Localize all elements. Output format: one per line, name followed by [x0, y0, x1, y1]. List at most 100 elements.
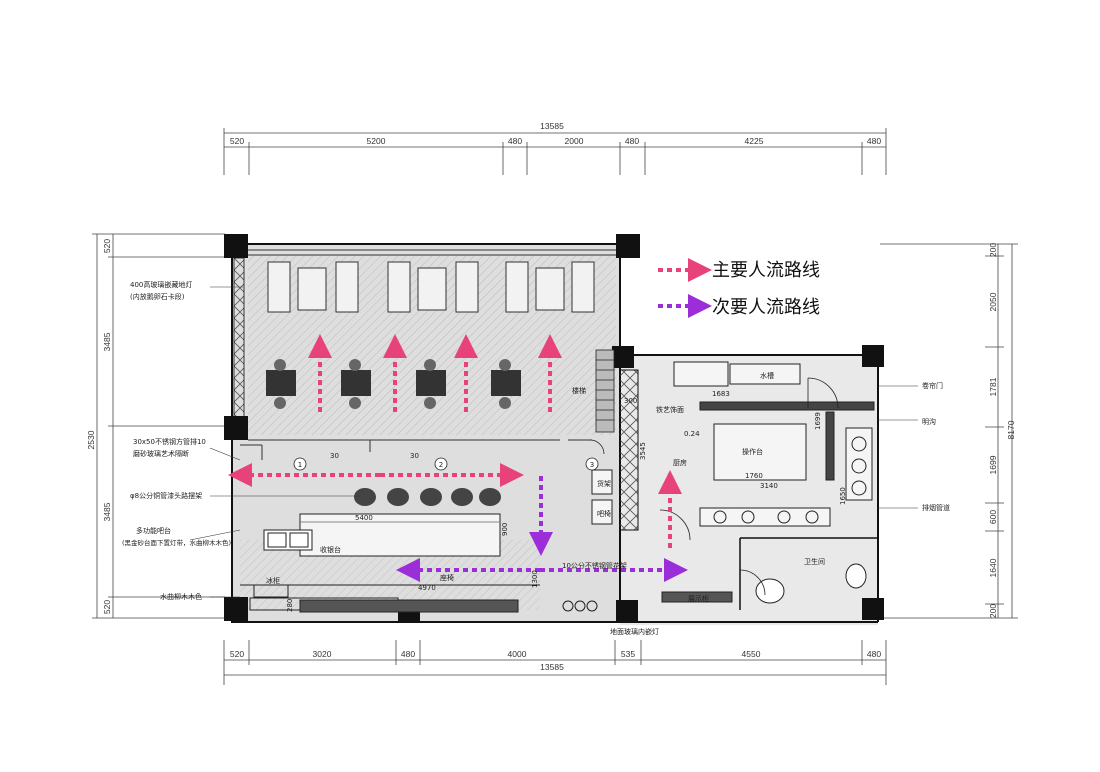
- cashier-sink: [263, 529, 313, 551]
- interior-dim-1683: 1683: [712, 390, 730, 398]
- stairs: [595, 349, 615, 433]
- label-wood-strip: 水曲柳木木色: [160, 592, 202, 601]
- back-counter: [240, 584, 598, 613]
- section-mark-3: 3: [590, 461, 594, 469]
- annotation-leaders: [189, 286, 918, 598]
- bottom-dim-6: 4550: [742, 649, 761, 659]
- legend-secondary-label: 次要人流路线: [712, 297, 820, 318]
- interior-dim-900: 900: [501, 523, 509, 536]
- label-cashier: 收银台: [320, 545, 341, 554]
- label-copper-pipe: φ8公分铜管漆头路摆架: [130, 491, 202, 500]
- right-dim-2: 2050: [988, 292, 998, 311]
- structural-columns: [224, 234, 884, 622]
- wall-display-panels: [267, 261, 595, 313]
- label-grill: 10公分不锈钢管花架: [562, 561, 627, 570]
- top-dim-2: 5200: [367, 136, 386, 146]
- bottom-dimension-line: [223, 640, 887, 685]
- top-total-dim: 13585: [540, 121, 564, 131]
- interior-dim-3545: 3545: [639, 442, 647, 460]
- label-bottom-light: 地面玻璃内嵌灯: [610, 627, 659, 636]
- table-1: [266, 359, 296, 409]
- label-window: 明沟: [922, 417, 936, 426]
- top-dim-3: 480: [508, 136, 522, 146]
- interior-dim-1650: 1650: [839, 487, 847, 505]
- label-cooler: 冰柜: [266, 576, 280, 585]
- top-dim-4: 2000: [565, 136, 584, 146]
- section-markers: [293, 457, 599, 471]
- bottom-dim-4: 4000: [508, 649, 527, 659]
- label-showcase: 展示柜: [688, 594, 709, 603]
- display-racks: [591, 469, 613, 525]
- right-dim-4: 1699: [988, 455, 998, 474]
- right-dim-5: 600: [988, 510, 998, 524]
- interior-dim-1699: 1699: [814, 412, 822, 430]
- dining-tables: [266, 359, 521, 409]
- label-steel-pipe-sub: 磨砂玻璃艺术隔断: [133, 449, 189, 458]
- top-dim-6: 4225: [745, 136, 764, 146]
- bottom-dim-5: 535: [621, 649, 635, 659]
- interior-dim-280: 280: [286, 599, 294, 612]
- top-dimension-line: [223, 128, 887, 175]
- bottom-dim-1: 520: [230, 649, 244, 659]
- left-dim-4: 520: [102, 600, 112, 614]
- interior-dim-1300: 1300: [531, 570, 539, 588]
- restroom-fixtures: [661, 563, 867, 604]
- label-work-table: 操作台: [742, 447, 763, 456]
- right-dim-1: 200: [988, 243, 998, 257]
- section-mark-2: 2: [439, 461, 443, 469]
- label-stairs: 楼梯: [572, 386, 586, 395]
- bottom-dim-3: 480: [401, 649, 415, 659]
- left-total-dim: 2530: [86, 430, 96, 449]
- label-bar-chair: 吧椅: [597, 509, 611, 518]
- top-dim-1: 520: [230, 136, 244, 146]
- label-restroom: 卫生间: [804, 557, 825, 566]
- kitchen-fixtures: [673, 361, 875, 527]
- left-dimension-line: [92, 233, 225, 619]
- right-dim-7: 200: [988, 604, 998, 618]
- level-mark: 0.24: [684, 430, 700, 438]
- bar-chairs: [354, 488, 501, 506]
- secondary-flow-arrows: [396, 476, 688, 582]
- interior-dim-30b: 30: [410, 452, 419, 460]
- section-mark-1: 1: [298, 461, 302, 469]
- right-total-dim: 8170: [1006, 420, 1016, 439]
- left-dim-3: 3485: [102, 502, 112, 521]
- bottom-dim-2: 3020: [313, 649, 332, 659]
- legend: 主要人流路线 次要人流路线: [658, 258, 820, 318]
- label-kitchen: 厨房: [673, 458, 687, 467]
- label-bar-front: 铁艺饰面: [656, 405, 684, 414]
- legend-primary-label: 主要人流路线: [712, 260, 820, 281]
- label-ceiling-light-sub: (内放鹅卵石卡段): [130, 292, 185, 301]
- table-2: [341, 359, 371, 409]
- bar-counter: [299, 513, 501, 557]
- partition: [240, 439, 592, 460]
- interior-dim-300: 300: [624, 397, 637, 405]
- label-multi-counter-sub: (黑金砂台面下置灯带，水曲柳木木色): [122, 538, 231, 547]
- interior-dim-5400: 5400: [355, 514, 373, 522]
- right-dim-3: 1781: [988, 377, 998, 396]
- interior-dim-30a: 30: [330, 452, 339, 460]
- right-dim-6: 1640: [988, 558, 998, 577]
- top-dim-7: 480: [867, 136, 881, 146]
- top-window-frame: [248, 249, 616, 256]
- label-steel-pipe: 30x50不锈钢方管排10: [133, 437, 206, 446]
- table-4: [491, 359, 521, 409]
- label-ceiling-light: 400高玻璃嵌藏地灯: [130, 280, 192, 289]
- bottom-total-dim: 13585: [540, 662, 564, 672]
- primary-flow-arrows: [228, 334, 682, 548]
- interior-dim-3140: 3140: [760, 482, 778, 490]
- bottom-dim-7: 480: [867, 649, 881, 659]
- label-display-rack: 货架: [597, 479, 611, 488]
- left-dim-2: 3485: [102, 332, 112, 351]
- interior-dim-4970: 4970: [418, 584, 436, 592]
- left-dim-1: 520: [102, 239, 112, 253]
- door-swings: [589, 377, 839, 596]
- label-double-sink: 水槽: [760, 371, 774, 380]
- label-exhaust: 排烟管道: [922, 503, 950, 512]
- table-3: [416, 359, 446, 409]
- label-multi-counter: 多功能吧台: [136, 526, 171, 535]
- label-rolling-door: 卷帘门: [922, 381, 943, 390]
- top-dim-5: 480: [625, 136, 639, 146]
- interior-dim-1760: 1760: [745, 472, 763, 480]
